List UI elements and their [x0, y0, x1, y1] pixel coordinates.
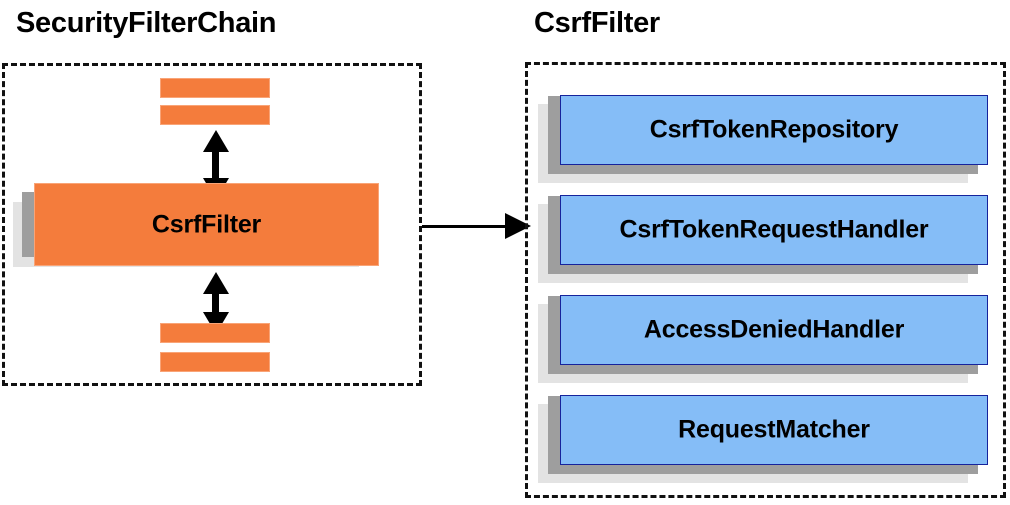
block-csrf-filter[interactable]: CsrfFilter [13, 183, 379, 267]
block-label-csrf-filter: CsrfFilter [151, 210, 262, 238]
block-request-matcher[interactable]: RequestMatcher [538, 395, 988, 483]
block-label-csrf-token-request-handler: CsrfTokenRequestHandler [619, 215, 929, 244]
arrow-shaft-bottom [212, 292, 219, 314]
arrow-head-up-bottom-icon [203, 272, 229, 294]
connector-line-panels [422, 225, 507, 228]
block-csrf-token-request-handler[interactable]: CsrfTokenRequestHandler [538, 195, 988, 283]
block-access-denied-handler[interactable]: AccessDeniedHandler [538, 295, 988, 383]
block-label-csrf-token-repository: CsrfTokenRepository [649, 115, 899, 144]
panel-title-csrf-filter: CsrfFilter [534, 7, 660, 39]
panel-title-security-filter-chain: SecurityFilterChain [16, 7, 277, 39]
arrow-head-up-top-icon [203, 130, 229, 152]
filter-slab-bottom-1 [160, 323, 270, 343]
block-face: CsrfTokenRequestHandler [560, 195, 988, 265]
block-face: RequestMatcher [560, 395, 988, 465]
block-csrf-token-repository[interactable]: CsrfTokenRepository [538, 95, 988, 183]
group-box-security-filter-chain [2, 63, 422, 386]
block-face: CsrfFilter [34, 183, 379, 266]
group-box-csrf-filter [525, 62, 1006, 498]
arrow-shaft-top [212, 150, 219, 180]
filter-slab-top-2 [160, 105, 270, 125]
filter-slab-top-1 [160, 78, 270, 98]
block-face: AccessDeniedHandler [560, 295, 988, 365]
filter-slab-bottom-2 [160, 352, 270, 372]
block-face: CsrfTokenRepository [560, 95, 988, 165]
block-label-request-matcher: RequestMatcher [678, 415, 870, 444]
block-label-access-denied-handler: AccessDeniedHandler [643, 315, 905, 344]
